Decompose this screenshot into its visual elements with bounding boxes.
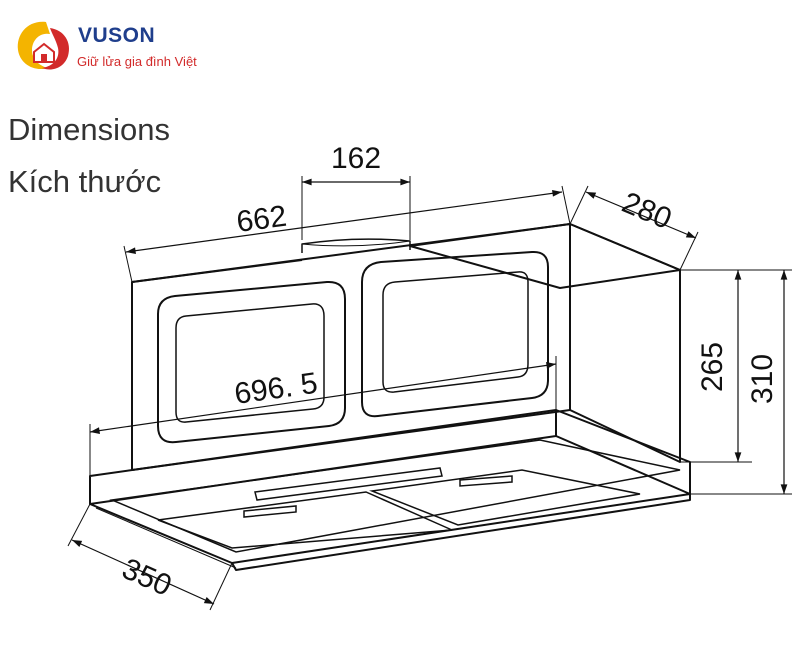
dim-line-top-width bbox=[125, 189, 563, 255]
hood-body bbox=[89, 223, 691, 571]
dim-line-bottom-width bbox=[89, 362, 557, 434]
dim-label-height-body: 265 bbox=[696, 342, 729, 392]
dim-label-height-total: 310 bbox=[746, 354, 779, 404]
brand-logo bbox=[10, 16, 240, 86]
brand-slogan: Giữ lửa gia đình Việt bbox=[77, 54, 197, 69]
dim-line-depth-bottom bbox=[71, 539, 215, 605]
dim-line-depth-top bbox=[585, 191, 697, 239]
dim-label-depth-bottom: 350 bbox=[117, 552, 176, 603]
title-english: Dimensions bbox=[8, 112, 170, 147]
vuson-logo-icon bbox=[17, 21, 70, 70]
filter-panels bbox=[109, 439, 681, 553]
dim-label-depth-top: 280 bbox=[617, 186, 676, 236]
dimension-lines bbox=[71, 178, 788, 605]
dim-label-top-width: 662 bbox=[235, 200, 289, 239]
brand-name: VUSON bbox=[78, 24, 156, 47]
dim-label-duct: 162 bbox=[331, 142, 381, 175]
dim-label-bottom-width: 696. 5 bbox=[232, 367, 319, 411]
